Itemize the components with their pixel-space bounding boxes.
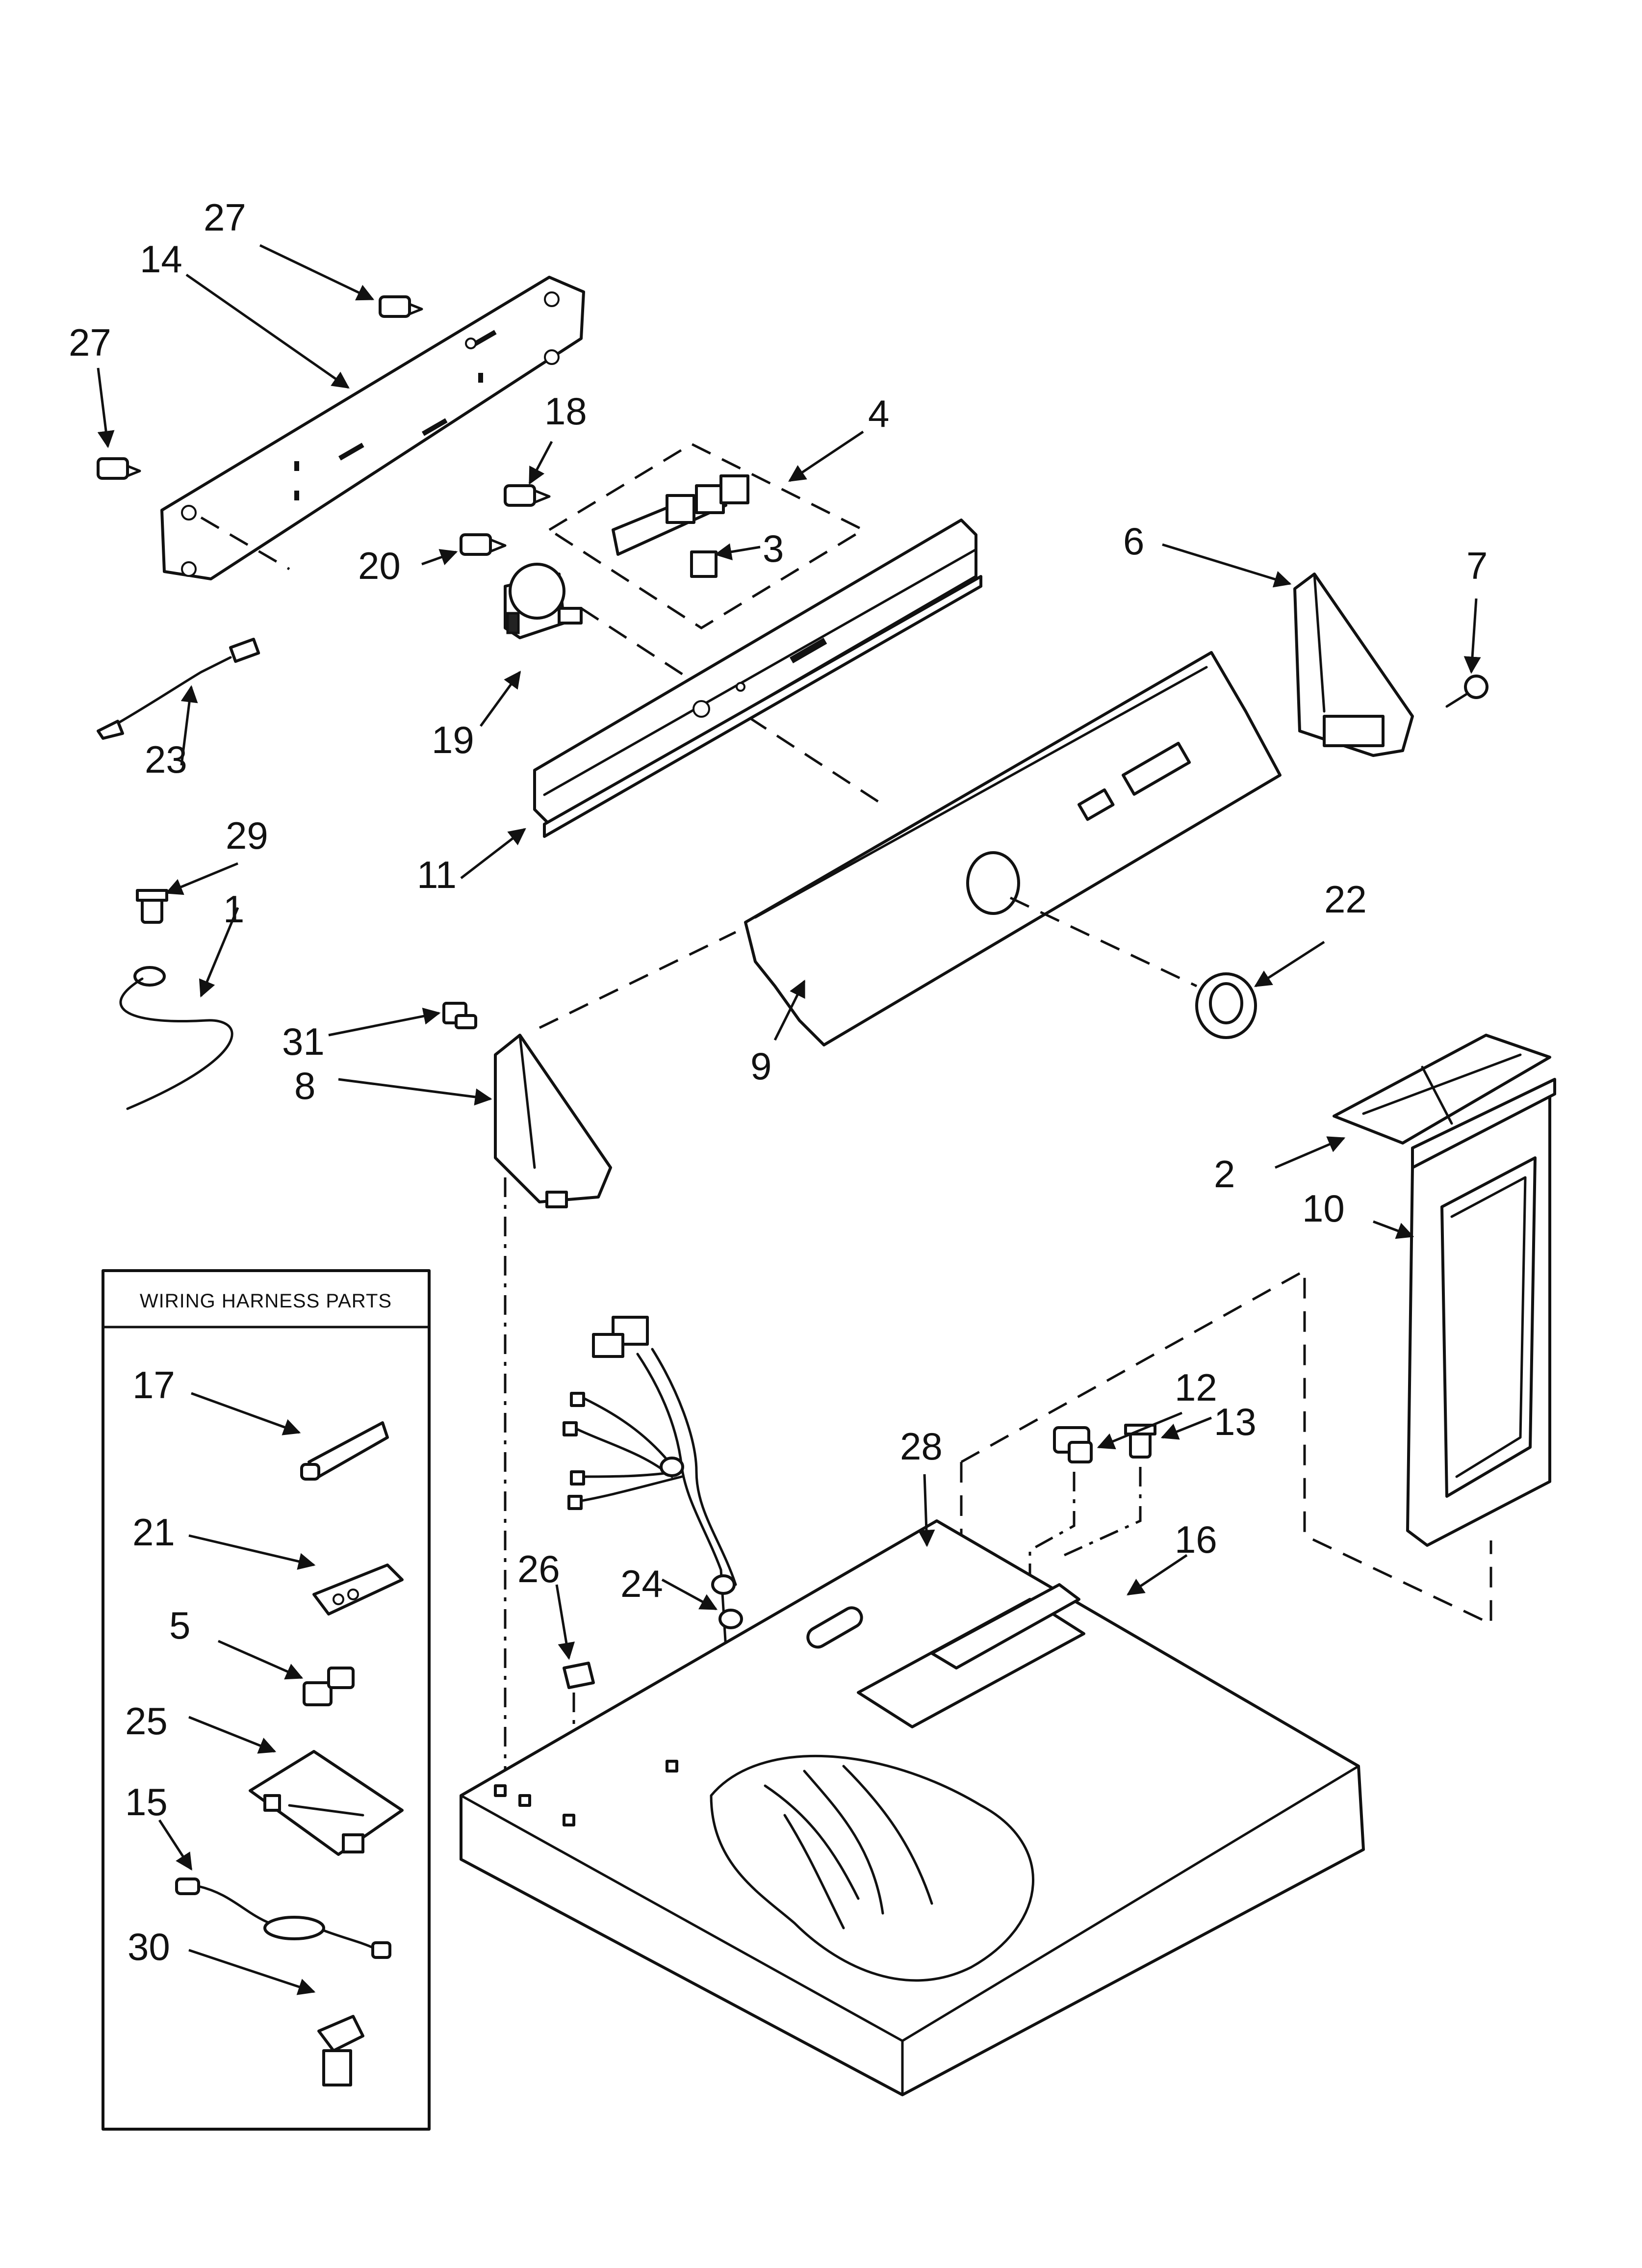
screw-18 <box>504 484 551 507</box>
label-28: 28 <box>900 1425 943 1468</box>
label-26: 26 <box>517 1547 560 1590</box>
label-13: 13 <box>1214 1400 1257 1443</box>
console-rail-part-11 <box>533 519 982 838</box>
label-22: 22 <box>1324 878 1367 921</box>
label-6: 6 <box>1123 520 1144 563</box>
callout-labels: 27 14 27 18 4 3 20 19 23 6 7 11 29 1 31 … <box>69 196 1488 1968</box>
wire-part-23 <box>97 637 260 740</box>
label-9: 9 <box>750 1044 771 1088</box>
lint-screen-part-2 <box>1333 1034 1551 1145</box>
label-4: 4 <box>868 392 889 435</box>
label-21: 21 <box>132 1511 175 1554</box>
lint-duct-part-10 <box>1406 1078 1556 1547</box>
label-1: 1 <box>223 887 244 931</box>
label-20: 20 <box>358 544 401 587</box>
label-3: 3 <box>763 527 784 570</box>
end-cap-part-8 <box>494 931 737 1776</box>
thermistor-part-15 <box>175 1877 391 1959</box>
connector-part-5 <box>303 1667 355 1706</box>
label-25: 25 <box>125 1699 168 1743</box>
wire-harness-part-24 <box>563 1316 743 1650</box>
label-12: 12 <box>1175 1366 1217 1409</box>
label-27-left: 27 <box>69 321 111 364</box>
mounting-plate-part <box>160 276 585 580</box>
terminal-part-17 <box>300 1421 389 1481</box>
knob-part-22 <box>1195 972 1257 1039</box>
leader-lines <box>97 244 1481 1995</box>
end-cap-part-6 <box>1293 573 1414 757</box>
label-8: 8 <box>294 1064 315 1107</box>
console-panel-part-9 <box>744 651 1282 1046</box>
label-27-top: 27 <box>204 196 246 239</box>
label-24: 24 <box>620 1562 663 1605</box>
label-2: 2 <box>1214 1152 1235 1196</box>
clip-part-30 <box>317 2015 364 2086</box>
label-11: 11 <box>417 853 457 896</box>
top-panel-part-16 <box>460 1519 1365 2096</box>
label-23: 23 <box>145 738 187 781</box>
bracket-part-12 <box>1053 1426 1093 1463</box>
connector-block-part-25 <box>249 1750 404 1856</box>
label-18: 18 <box>544 390 587 433</box>
timer-part-19 <box>504 563 583 639</box>
label-15: 15 <box>125 1780 168 1824</box>
screw-27-left <box>97 457 141 480</box>
label-14: 14 <box>140 237 182 281</box>
connector-part-21 <box>312 1564 404 1616</box>
label-19: 19 <box>432 718 474 761</box>
wiring-harness-inset: WIRING HARNESS PARTS <box>102 1269 431 2131</box>
screw-20 <box>460 533 507 556</box>
label-5: 5 <box>169 1604 190 1647</box>
clip-part-26 <box>563 1662 595 1689</box>
label-17: 17 <box>132 1363 175 1407</box>
label-10: 10 <box>1302 1187 1345 1230</box>
screw-7 <box>1445 675 1488 708</box>
label-16: 16 <box>1175 1518 1217 1561</box>
label-30: 30 <box>128 1925 170 1968</box>
screw-29 <box>136 889 168 924</box>
label-29: 29 <box>226 814 268 857</box>
clip-part-31 <box>442 1002 477 1029</box>
label-31: 31 <box>282 1020 325 1063</box>
label-7: 7 <box>1466 544 1488 587</box>
screw-27-top <box>379 295 423 318</box>
ground-wire-part-1 <box>119 966 233 1110</box>
inset-title: WIRING HARNESS PARTS <box>140 1290 392 1312</box>
